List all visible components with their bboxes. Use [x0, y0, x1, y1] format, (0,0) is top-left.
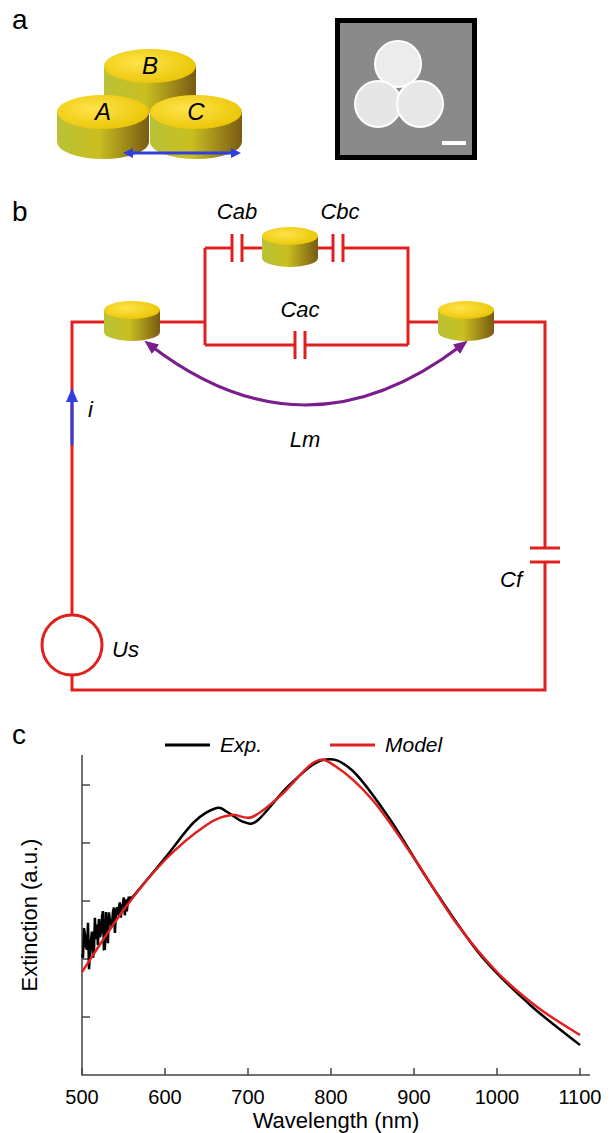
disc-top: [104, 49, 196, 83]
nanodisc-trimer: [57, 49, 242, 159]
mutual-inductance-arc: [150, 345, 462, 405]
disc-top: [262, 227, 318, 245]
circuit-wires: [72, 248, 545, 690]
current-arrow: [71, 395, 74, 445]
capacitor-label: Cac: [280, 298, 319, 322]
nanodisc: [262, 227, 318, 267]
sem-image: [335, 18, 477, 160]
capacitor-symbols: [232, 234, 560, 562]
tick-label: 1000: [475, 1086, 520, 1108]
inductance-label: Lm: [290, 428, 321, 452]
disc-node: B: [135, 53, 165, 79]
tick-label: 700: [231, 1086, 264, 1108]
disc-top: [104, 301, 160, 319]
nanodisc: [104, 301, 160, 341]
tick-label: 1100: [558, 1086, 601, 1108]
disc-letter: C: [187, 99, 204, 125]
model-curve: [82, 759, 580, 1035]
polarization-arrow: [128, 152, 236, 155]
legend-line: [330, 744, 375, 747]
circuit-discs: [104, 227, 494, 341]
capacitor-label: Cab: [217, 200, 257, 224]
panel-letter: c: [12, 720, 26, 751]
capacitor-label: Cf: [500, 568, 522, 592]
panel-letter: b: [12, 197, 28, 228]
disc-top: [150, 95, 242, 129]
legend-text: Model: [385, 733, 442, 756]
voltage-source: [42, 615, 102, 675]
disc-letter: A: [95, 99, 111, 125]
nanodisc: [438, 301, 494, 341]
panel-letter: a: [12, 5, 28, 36]
chart-axes: [82, 755, 590, 1075]
tick-label: 900: [397, 1086, 430, 1108]
nanodisc: [150, 95, 242, 159]
tick-label: 500: [65, 1086, 98, 1108]
experiment-curve: [82, 759, 580, 1045]
disc-node: A: [88, 99, 118, 125]
disc-letter: B: [142, 53, 158, 79]
legend-line: [165, 744, 210, 747]
disc-top: [57, 95, 149, 129]
tick-label: 800: [314, 1086, 347, 1108]
axis-title: Wavelength (nm): [253, 1109, 420, 1133]
current-label: i: [88, 398, 93, 422]
axis-title: Extinction (a.u.): [18, 839, 42, 992]
nanodisc: [57, 95, 149, 159]
disc-node: C: [181, 99, 211, 125]
tick-label: 600: [148, 1086, 181, 1108]
source-label: Us: [112, 638, 139, 662]
legend-text: Exp.: [220, 733, 262, 756]
disc-top: [438, 301, 494, 319]
capacitor-label: Cbc: [320, 200, 359, 224]
